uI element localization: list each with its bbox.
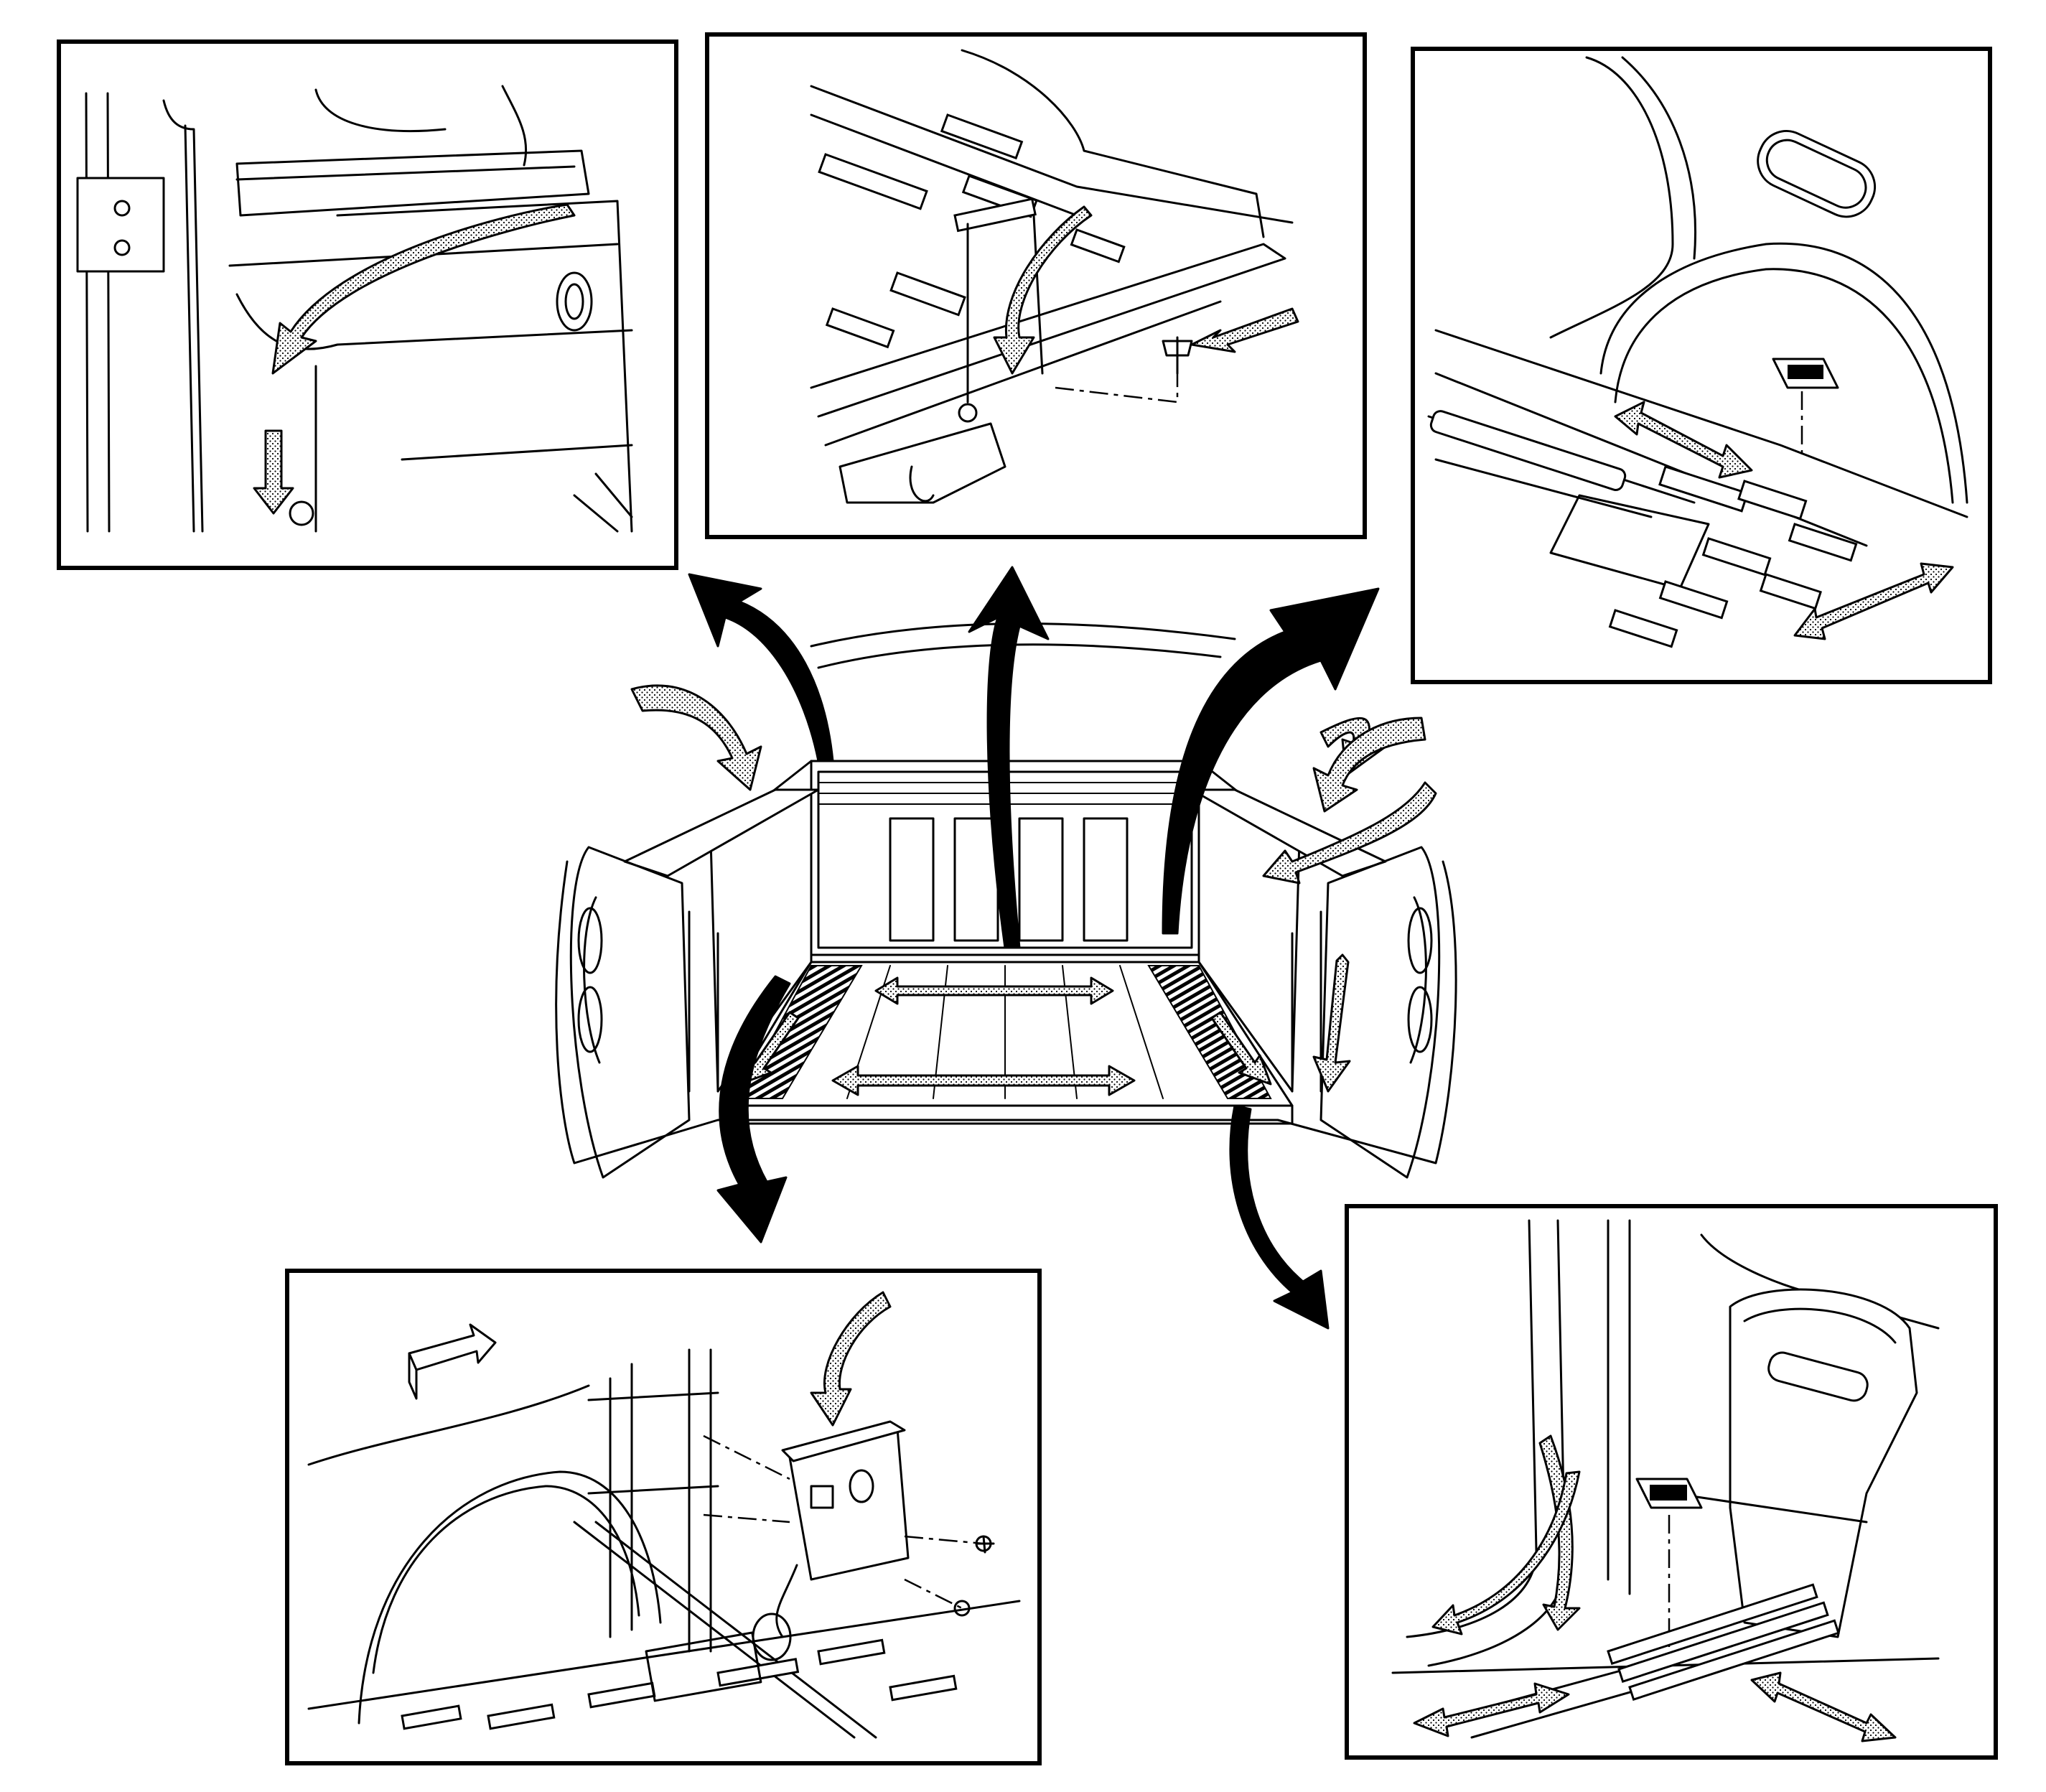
front-right-corner-detail (1427, 56, 1968, 648)
callout-bottom-right (1345, 1204, 1998, 1760)
front-left-corner-detail (76, 85, 633, 533)
bed-floor-front-detail (810, 49, 1299, 504)
leader-arrow-top-right (1162, 587, 1380, 935)
leader-arrow-top-left (688, 573, 834, 762)
leader-arrow-bottom-left (716, 975, 791, 1243)
leader-arrow-bottom-right (1229, 1104, 1330, 1330)
callout-top-right (1411, 47, 1992, 684)
callout-bottom-left (285, 1269, 1042, 1765)
callout-top-left (57, 39, 678, 570)
left-wheelhouse-detail (307, 1291, 1021, 1739)
right-rear-corner-detail (1391, 1219, 1940, 1742)
callout-top-center (705, 32, 1367, 539)
leader-arrow-top-center (968, 566, 1050, 949)
truck-bed-overview (555, 566, 1457, 1330)
